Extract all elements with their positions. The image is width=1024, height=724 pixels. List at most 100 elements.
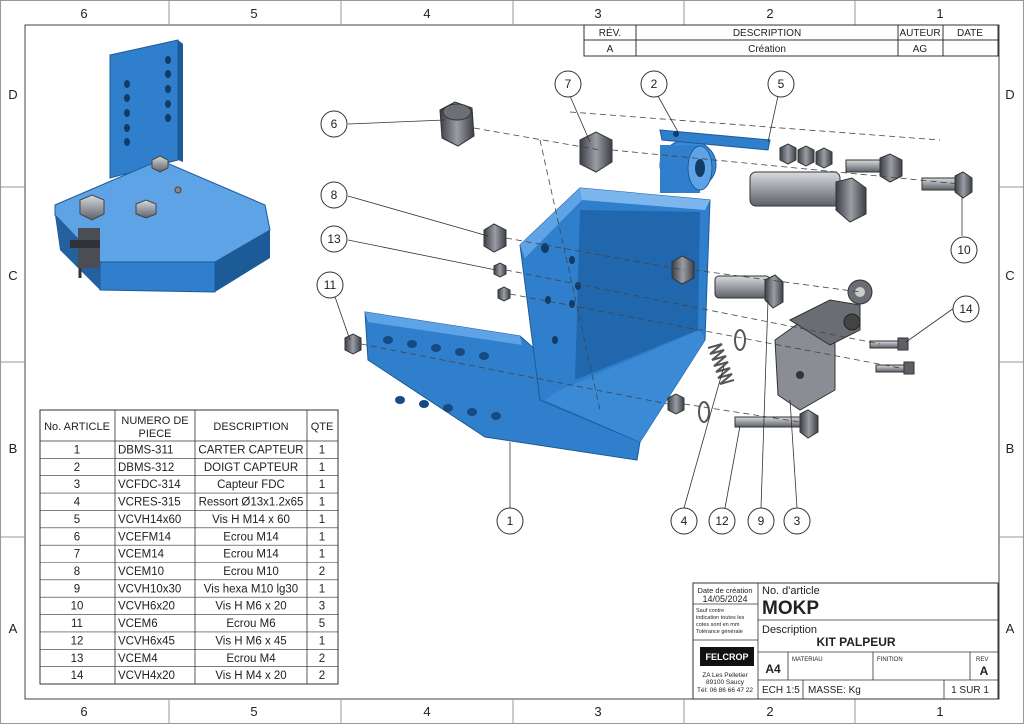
bom-cell: 10	[71, 601, 84, 613]
bom-cell: 13	[71, 653, 84, 665]
column-label: 2	[766, 704, 773, 719]
column-label: 4	[423, 6, 430, 21]
balloon-label: 3	[794, 514, 801, 528]
bom-cell: 8	[74, 566, 80, 578]
bom-cell: Vis hexa M10 lg30	[204, 583, 298, 595]
part-vis-m14x60	[749, 171, 867, 223]
bom-cell: 1	[319, 497, 325, 509]
bom-cell: 1	[319, 635, 325, 647]
bom-cell: 1	[319, 462, 325, 474]
tolerance-note: Tolérance générale	[696, 629, 743, 635]
bom-cell: Ecrou M14	[223, 531, 279, 543]
row-label: D	[1005, 87, 1014, 102]
balloon-1: 1	[496, 507, 524, 535]
description-value: KIT PALPEUR	[816, 635, 895, 649]
row-label: A	[1006, 621, 1015, 636]
row-label: C	[1005, 268, 1014, 283]
bom-cell: VCEFM14	[118, 531, 172, 543]
creation-date: 14/05/2024	[702, 594, 747, 604]
rev-header: RÉV.	[599, 26, 621, 39]
bom-cell: 5	[319, 618, 325, 630]
rev-cell: A	[607, 44, 614, 55]
balloon-label: 9	[758, 514, 765, 528]
bom-cell: Ecrou M10	[223, 566, 279, 578]
bom-cell: 1	[319, 514, 325, 526]
part-vis-m6x20	[845, 153, 973, 199]
bom-cell: 12	[71, 635, 84, 647]
balloon-label: 11	[324, 278, 337, 292]
bom-cell: 1	[319, 479, 325, 491]
rev-cell: Création	[748, 44, 786, 55]
materiau-label: MATERIAU	[792, 657, 823, 663]
bom-cell: VCEM4	[118, 653, 158, 665]
bom-cell: VCRES-315	[118, 497, 181, 509]
tolerance-note: indication toutes les	[696, 615, 745, 621]
balloon-8: 8	[320, 181, 348, 209]
bom-cell: 9	[74, 583, 80, 595]
address-line: ZA Les Pelletier	[702, 672, 748, 679]
mass: MASSE: Kg	[808, 685, 861, 696]
part-ecrou-m4	[493, 262, 511, 302]
logo-text: FELCROP	[705, 652, 748, 662]
balloon-13: 13	[320, 225, 348, 253]
scale: ECH 1:5	[762, 685, 800, 696]
bom-cell: 7	[74, 549, 80, 561]
bom-header: QTE	[311, 421, 334, 433]
part-carter-capteur	[364, 187, 711, 461]
bom-cell: Ecrou M4	[226, 653, 276, 665]
balloon-10: 10	[950, 236, 978, 264]
phone: Tél: 06 86 66 47 22	[697, 687, 753, 694]
bom-cell: DOIGT CAPTEUR	[204, 462, 298, 474]
row-label: A	[9, 621, 18, 636]
bom-cell: Ecrou M14	[223, 549, 279, 561]
bom-cell: Vis H M4 x 20	[215, 670, 286, 682]
part-capteur-fdc	[774, 279, 873, 411]
balloons: 1 2 3 4 5 6 7 8 9 10 11 12 13 14	[316, 70, 980, 535]
column-label: 6	[80, 6, 87, 21]
bom-cell: VCVH10x30	[118, 583, 181, 595]
column-label: 3	[594, 704, 601, 719]
bom-cell: 1	[319, 531, 325, 543]
rev-cell: AG	[913, 44, 928, 55]
row-label: B	[1006, 441, 1015, 456]
part-vis-m10x30	[714, 274, 784, 309]
balloon-5: 5	[767, 70, 795, 98]
balloon-leaders	[333, 95, 963, 509]
balloon-label: 7	[565, 77, 572, 91]
balloon-label: 5	[778, 77, 785, 91]
bom-cell: Vis H M14 x 60	[212, 514, 290, 526]
part-ecrou-m6	[344, 143, 833, 415]
bom-cell: 5	[74, 514, 80, 526]
assembly-paths	[360, 111, 961, 423]
bom-table: No. ARTICLE NUMERO DE PIECE DESCRIPTION …	[39, 409, 339, 685]
part-ecrou-m14	[579, 131, 613, 173]
balloon-7: 7	[554, 70, 582, 98]
part-ecrou-m14-frein	[439, 101, 475, 147]
balloon-11: 11	[316, 271, 344, 299]
balloon-4: 4	[670, 507, 698, 535]
rev-header: DESCRIPTION	[733, 28, 801, 39]
bom-cell: Ressort Ø13x1.2x65	[199, 497, 304, 509]
bom-cell: 2	[319, 653, 325, 665]
bom-header: No. ARTICLE	[44, 421, 110, 433]
bom-cell: 1	[74, 444, 80, 456]
tolerance-note: cotes sont en mm	[696, 622, 740, 628]
bom-cell: 1	[319, 444, 325, 456]
bom-cell: Vis H M6 x 45	[215, 635, 286, 647]
bom-cell: 14	[71, 670, 84, 682]
bom-cell: VCFDC-314	[118, 479, 181, 491]
bom-cell: Capteur FDC	[217, 479, 285, 491]
bom-cell: 4	[74, 497, 81, 509]
revision-table: RÉV. DESCRIPTION AUTEUR DATE A Création …	[583, 24, 999, 57]
balloon-6: 6	[320, 110, 348, 138]
bom-cell: 2	[319, 566, 325, 578]
bom-cell: 1	[319, 583, 325, 595]
bom-cell: VCVH4x20	[118, 670, 175, 682]
bom-cell: Vis H M6 x 20	[215, 601, 286, 613]
part-ressort	[698, 329, 746, 423]
part-vis-m6x45	[734, 409, 819, 439]
bom-cell: CARTER CAPTEUR	[198, 444, 303, 456]
balloon-12: 12	[708, 507, 736, 535]
balloon-label: 12	[715, 514, 729, 528]
